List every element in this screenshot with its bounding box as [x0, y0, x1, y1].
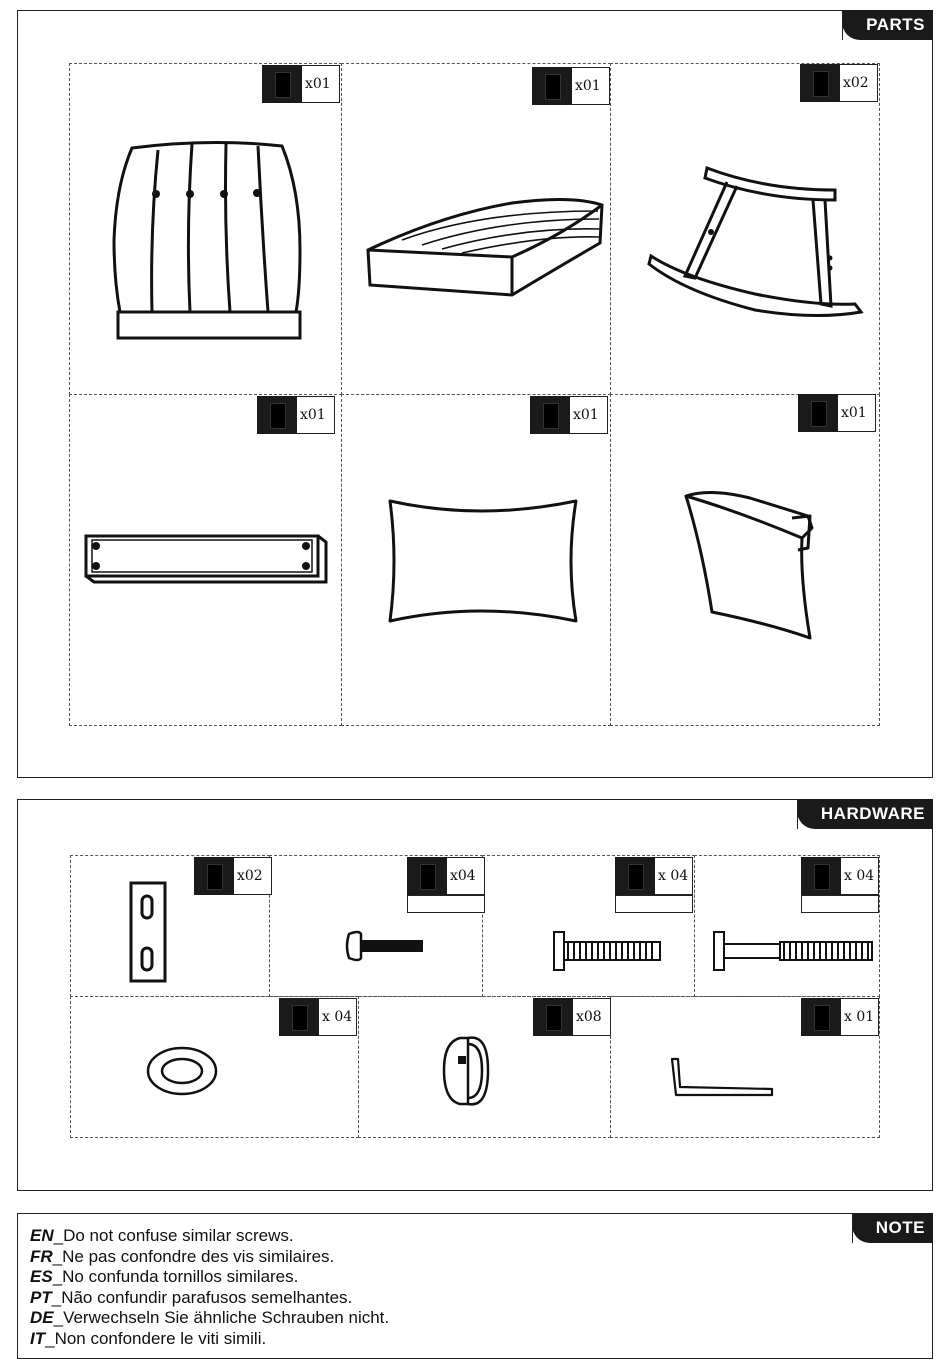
pillow-icon — [388, 499, 578, 623]
backrest-cover-icon — [684, 490, 814, 640]
hardware-qty-label: x 04 — [615, 857, 693, 913]
hardware-cell-allen-key — [610, 996, 880, 1138]
hardware-qty-label: x04 — [407, 857, 485, 913]
note-panel: NOTE EN_Do not confuse similar screws. F… — [17, 1213, 933, 1359]
note-tab: NOTE — [851, 1213, 933, 1243]
part-qty-label: x01 — [798, 394, 876, 432]
parts-tab: PARTS — [842, 10, 933, 40]
hardware-qty-label: x 01 — [801, 998, 879, 1036]
part-qty-label: x01 — [257, 396, 335, 434]
crossbar-icon — [84, 534, 328, 584]
hardware-qty-label: x 04 — [801, 857, 879, 913]
note-line-es: ES_No confunda tornillos similares. — [30, 1267, 299, 1286]
washer-icon — [146, 1046, 218, 1096]
part-cell-backrest-cover — [610, 394, 880, 726]
long-bolt-icon — [713, 931, 873, 971]
cap-icon — [442, 1036, 490, 1106]
allen-key-icon — [670, 1057, 774, 1097]
hardware-qty-label: x08 — [533, 998, 611, 1036]
connecting-plate-icon — [129, 881, 167, 983]
short-bolt-icon — [345, 930, 423, 962]
hardware-tab: HARDWARE — [796, 799, 933, 829]
note-line-en: EN_Do not confuse similar screws. — [30, 1226, 294, 1245]
part-qty-label: x01 — [532, 67, 610, 105]
hardware-qty-label: x02 — [194, 857, 272, 895]
part-qty-label: x01 — [530, 396, 608, 434]
medium-bolt-icon — [553, 931, 661, 971]
part-qty-label: x01 — [262, 65, 340, 103]
note-line-pt: PT_Não confundir parafusos semelhantes. — [30, 1287, 353, 1307]
part-qty-label: x02 — [800, 64, 878, 102]
hardware-panel: HARDWARE — [17, 799, 933, 1191]
note-line-fr: FR_Ne pas confondre des vis similaires. — [30, 1246, 335, 1266]
rocker-side-frame-icon — [647, 165, 864, 318]
back-cushion-icon — [112, 140, 302, 340]
note-line-it: IT_Non confondere le viti simili. — [30, 1328, 267, 1348]
parts-panel: PARTS — [17, 10, 933, 778]
seat-cushion-icon — [366, 197, 604, 297]
hardware-qty-label: x 04 — [279, 998, 357, 1036]
note-line-de: DE_Verwechseln Sie ähnliche Schrauben ni… — [30, 1308, 390, 1327]
